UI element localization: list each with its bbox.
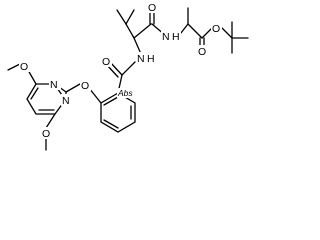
atom-label-n-amide-mid: N — [137, 53, 145, 65]
bond-pyrimidine-to-upper-methoxy-o — [27, 69, 37, 85]
bond-valine-alpha-to-carbonyl — [133, 23, 152, 39]
molecule-svg: N H O O O N H O O N N O O Abs — [7, 1, 249, 151]
bond-ether-o-to-pyrimidine — [65, 83, 81, 93]
bond-isopropyl-down — [125, 23, 135, 39]
atom-label-o-aryl-ether: O — [81, 80, 89, 92]
bond-alanine-to-ester-carbon — [187, 23, 203, 39]
bond-isopropyl-right — [125, 9, 135, 25]
bond-pyrimidine-to-lower-methoxy-o — [45, 113, 56, 129]
atom-label-o-ester-link: O — [212, 23, 220, 35]
bond-nh-to-benzamide-carbon — [121, 61, 136, 76]
atom-label-n-amide-top: N — [162, 31, 170, 43]
atom-label-o-ester-carbonyl: O — [198, 46, 206, 58]
atom-label-o-benzamide: O — [102, 56, 110, 68]
bond-o-to-tbu — [221, 27, 233, 39]
bond-valine-alpha-to-nh — [133, 37, 142, 55]
benzene-inner-double-3 — [103, 96, 119, 106]
atom-label-o-methoxy-upper: O — [20, 61, 28, 73]
atom-label-layer: N H O O O N H O O N N O O Abs — [19, 1, 222, 140]
stereo-abs-tag: Abs — [117, 88, 133, 98]
bond-ester-c-o — [201, 27, 213, 39]
bond-isopropyl-left — [116, 9, 127, 25]
atom-label-o-methoxy-lower: O — [42, 128, 50, 140]
atom-label-o-valine-carbonyl: O — [148, 2, 156, 14]
atom-label-n-pyrimidine-lower: N — [62, 95, 70, 107]
bond-upper-methoxy-methyl — [7, 63, 21, 71]
pyrimidine-inner-double-1 — [30, 87, 39, 100]
atom-label-h-amide-top: H — [172, 31, 180, 43]
benzene-ring — [100, 92, 136, 133]
atom-label-h-amide-mid: H — [147, 53, 155, 65]
atom-label-n-pyrimidine-upper: N — [50, 79, 58, 91]
benzene-inner-double-2 — [103, 119, 119, 129]
molecule-structure-drawing: N H O O O N H O O N N O O Abs — [7, 1, 249, 151]
